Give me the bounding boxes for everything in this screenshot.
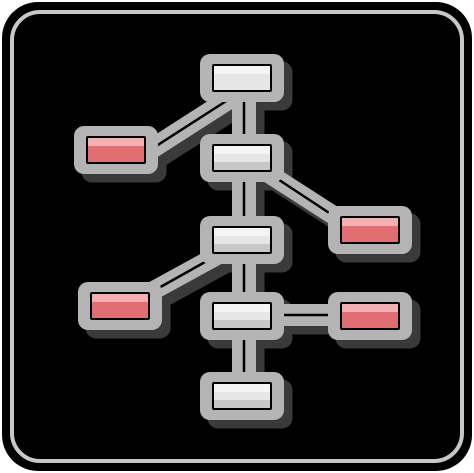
node-middle-3 [200, 292, 284, 340]
node-accent-mid-right [328, 206, 412, 254]
node-accent-upper-left [74, 126, 158, 174]
node-middle-1 [200, 134, 284, 182]
node-accent-lower-left [78, 282, 162, 330]
node-top [200, 54, 284, 102]
node-middle-2 [200, 216, 284, 264]
node-accent-low-right [328, 292, 412, 340]
node-bottom [200, 372, 284, 420]
icon-frame-inner-stroke [10, 10, 464, 463]
nodes [74, 54, 412, 420]
